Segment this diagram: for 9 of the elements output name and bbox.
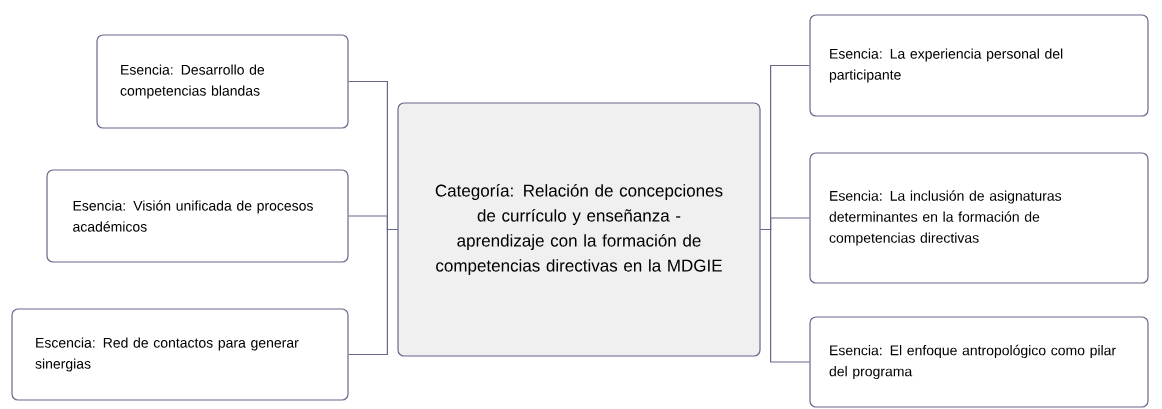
- essence-box: Esencia: La experiencia personal del participante: [809, 14, 1149, 117]
- essence-box: Escencia: Red de contactos para generar sinergias: [11, 308, 349, 401]
- essence-box: Esencia: Visión unificada de procesos académicos: [46, 169, 349, 263]
- connector: [760, 228, 810, 363]
- connector: [348, 228, 398, 356]
- essence-box: Esencia: El enfoque antropológico como pilar del programa: [809, 316, 1149, 408]
- essence-box: Esencia: Desarrollo de competencias blandas: [96, 34, 349, 129]
- essence-box: Esencia: La inclusión de asignaturas determinantes en la formación de competencias directivas: [809, 152, 1149, 284]
- category-box: Categoría: Relación de concepciones de currículo y enseñanza - aprendizaje con la formación de competencias directivas en la MDGIE: [397, 102, 761, 357]
